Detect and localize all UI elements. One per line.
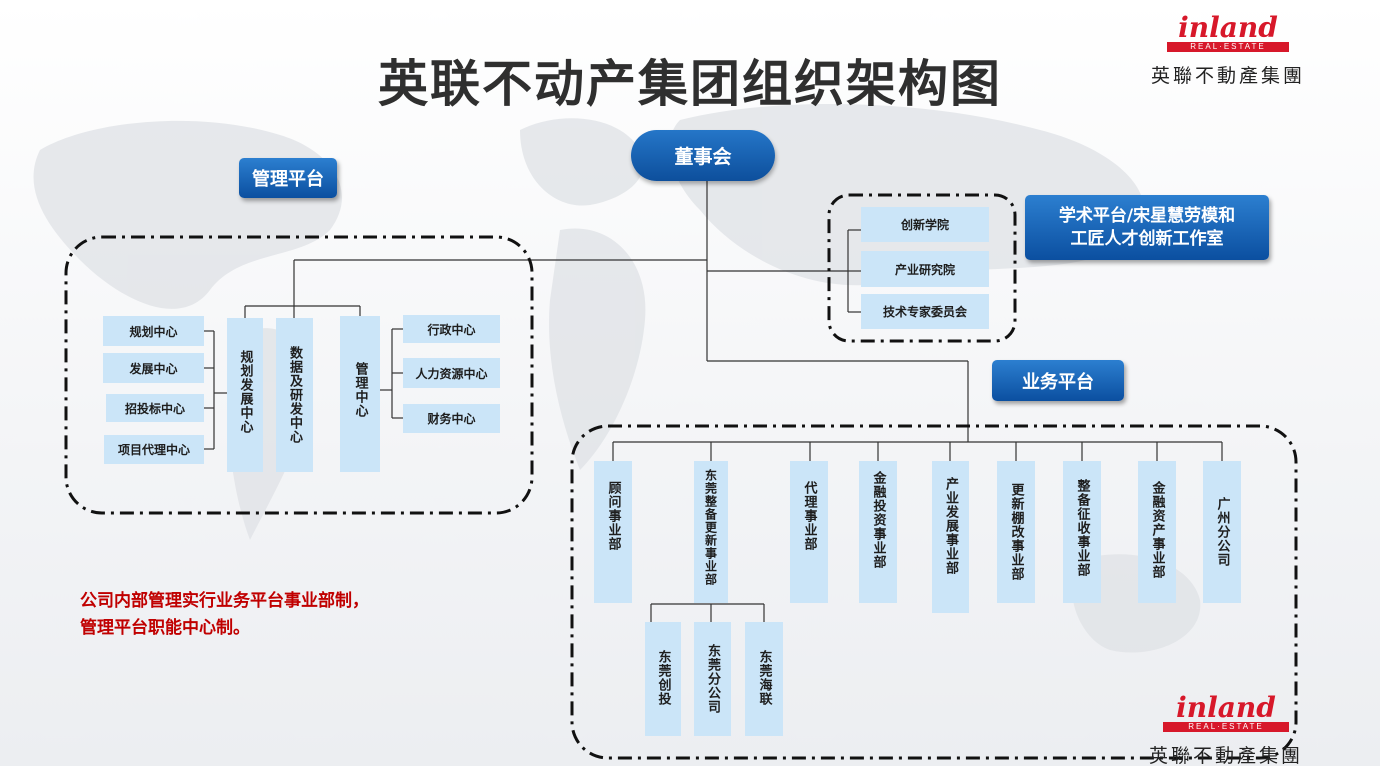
subunit-dongguan-branch: 东莞分公司 (694, 622, 731, 736)
unit-label: 产业发展事业部 (943, 477, 958, 575)
management-platform-label: 管理平台 (239, 158, 337, 198)
management-note: 公司内部管理实行业务平台事业部制， 管理平台职能中心制。 (80, 588, 369, 642)
business-unit-consulting: 顾问事业部 (594, 461, 632, 603)
business-unit-industry-development: 产业发展事业部 (932, 461, 969, 613)
column-data-research: 数据及研发中心 (276, 318, 313, 472)
business-unit-financial-assets: 金融资产事业部 (1138, 461, 1176, 603)
unit-label: 广州分公司 (1214, 497, 1230, 567)
column-label: 规划发展中心 (237, 350, 253, 434)
academic-innovation-college: 创新学院 (861, 207, 989, 242)
academic-industry-institute: 产业研究院 (861, 251, 989, 287)
center-project-agency: 项目代理中心 (104, 435, 204, 464)
business-unit-guangzhou-branch: 广州分公司 (1203, 461, 1241, 603)
center-human-resources: 人力资源中心 (403, 358, 500, 388)
academic-label-line2: 工匠人才创新工作室 (1070, 228, 1224, 249)
logo-tagline: REAL·ESTATE (1167, 42, 1289, 52)
center-development: 发展中心 (103, 353, 204, 383)
note-line1: 公司内部管理实行业务平台事业部制， (80, 591, 369, 611)
unit-label: 整备征收事业部 (1074, 479, 1090, 577)
unit-label: 东莞整备更新事业部 (703, 469, 718, 586)
company-logo-bottom: inland REAL·ESTATE 英聯不動產集團 (1134, 694, 1318, 768)
subunit-dongguan-hailian: 东莞海联 (745, 622, 783, 736)
note-line2: 管理平台职能中心制。 (80, 618, 250, 638)
unit-label: 金融投资事业部 (870, 471, 886, 569)
business-unit-financial-investment: 金融投资事业部 (859, 461, 897, 603)
logo-chinese-name: 英聯不動產集團 (1148, 745, 1303, 767)
academic-label-line1: 学术平台/宋星慧劳模和 (1058, 205, 1236, 226)
business-unit-renewal-shantytown: 更新棚改事业部 (997, 461, 1035, 603)
column-label: 管理中心 (352, 362, 368, 418)
business-unit-land-acquisition: 整备征收事业部 (1063, 461, 1101, 603)
logo-wordmark: inland (1178, 11, 1278, 44)
business-unit-dongguan-renewal: 东莞整备更新事业部 (694, 461, 728, 603)
column-planning-development: 规划发展中心 (227, 318, 263, 472)
unit-label: 金融资产事业部 (1149, 481, 1165, 579)
unit-label: 更新棚改事业部 (1008, 483, 1024, 581)
unit-label: 代理事业部 (801, 481, 817, 551)
column-management-center: 管理中心 (340, 316, 380, 472)
subunit-label: 东莞分公司 (705, 644, 720, 714)
logo-tagline: REAL·ESTATE (1163, 722, 1289, 732)
academic-expert-committee: 技术专家委员会 (861, 294, 989, 329)
board-of-directors: 董事会 (631, 130, 775, 181)
logo-wordmark: inland (1176, 691, 1276, 724)
center-administration: 行政中心 (403, 315, 500, 343)
subunit-label: 东莞创投 (655, 650, 671, 706)
center-planning: 规划中心 (103, 316, 204, 346)
page-title: 英联不动产集团组织架构图 (378, 55, 1002, 113)
center-bidding: 招投标中心 (106, 394, 204, 422)
logo-chinese-name: 英聯不動產集團 (1150, 65, 1305, 87)
column-label: 数据及研发中心 (287, 346, 302, 444)
academic-platform-label: 学术平台/宋星慧劳模和 工匠人才创新工作室 (1025, 195, 1269, 260)
center-finance: 财务中心 (403, 404, 500, 433)
subunit-dongguan-venture: 东莞创投 (645, 622, 681, 736)
business-unit-agency: 代理事业部 (790, 461, 828, 603)
subunit-label: 东莞海联 (756, 650, 772, 706)
company-logo-top: inland REAL·ESTATE 英聯不動產集團 (1140, 14, 1316, 88)
business-platform-label: 业务平台 (992, 360, 1124, 401)
unit-label: 顾问事业部 (605, 481, 621, 551)
